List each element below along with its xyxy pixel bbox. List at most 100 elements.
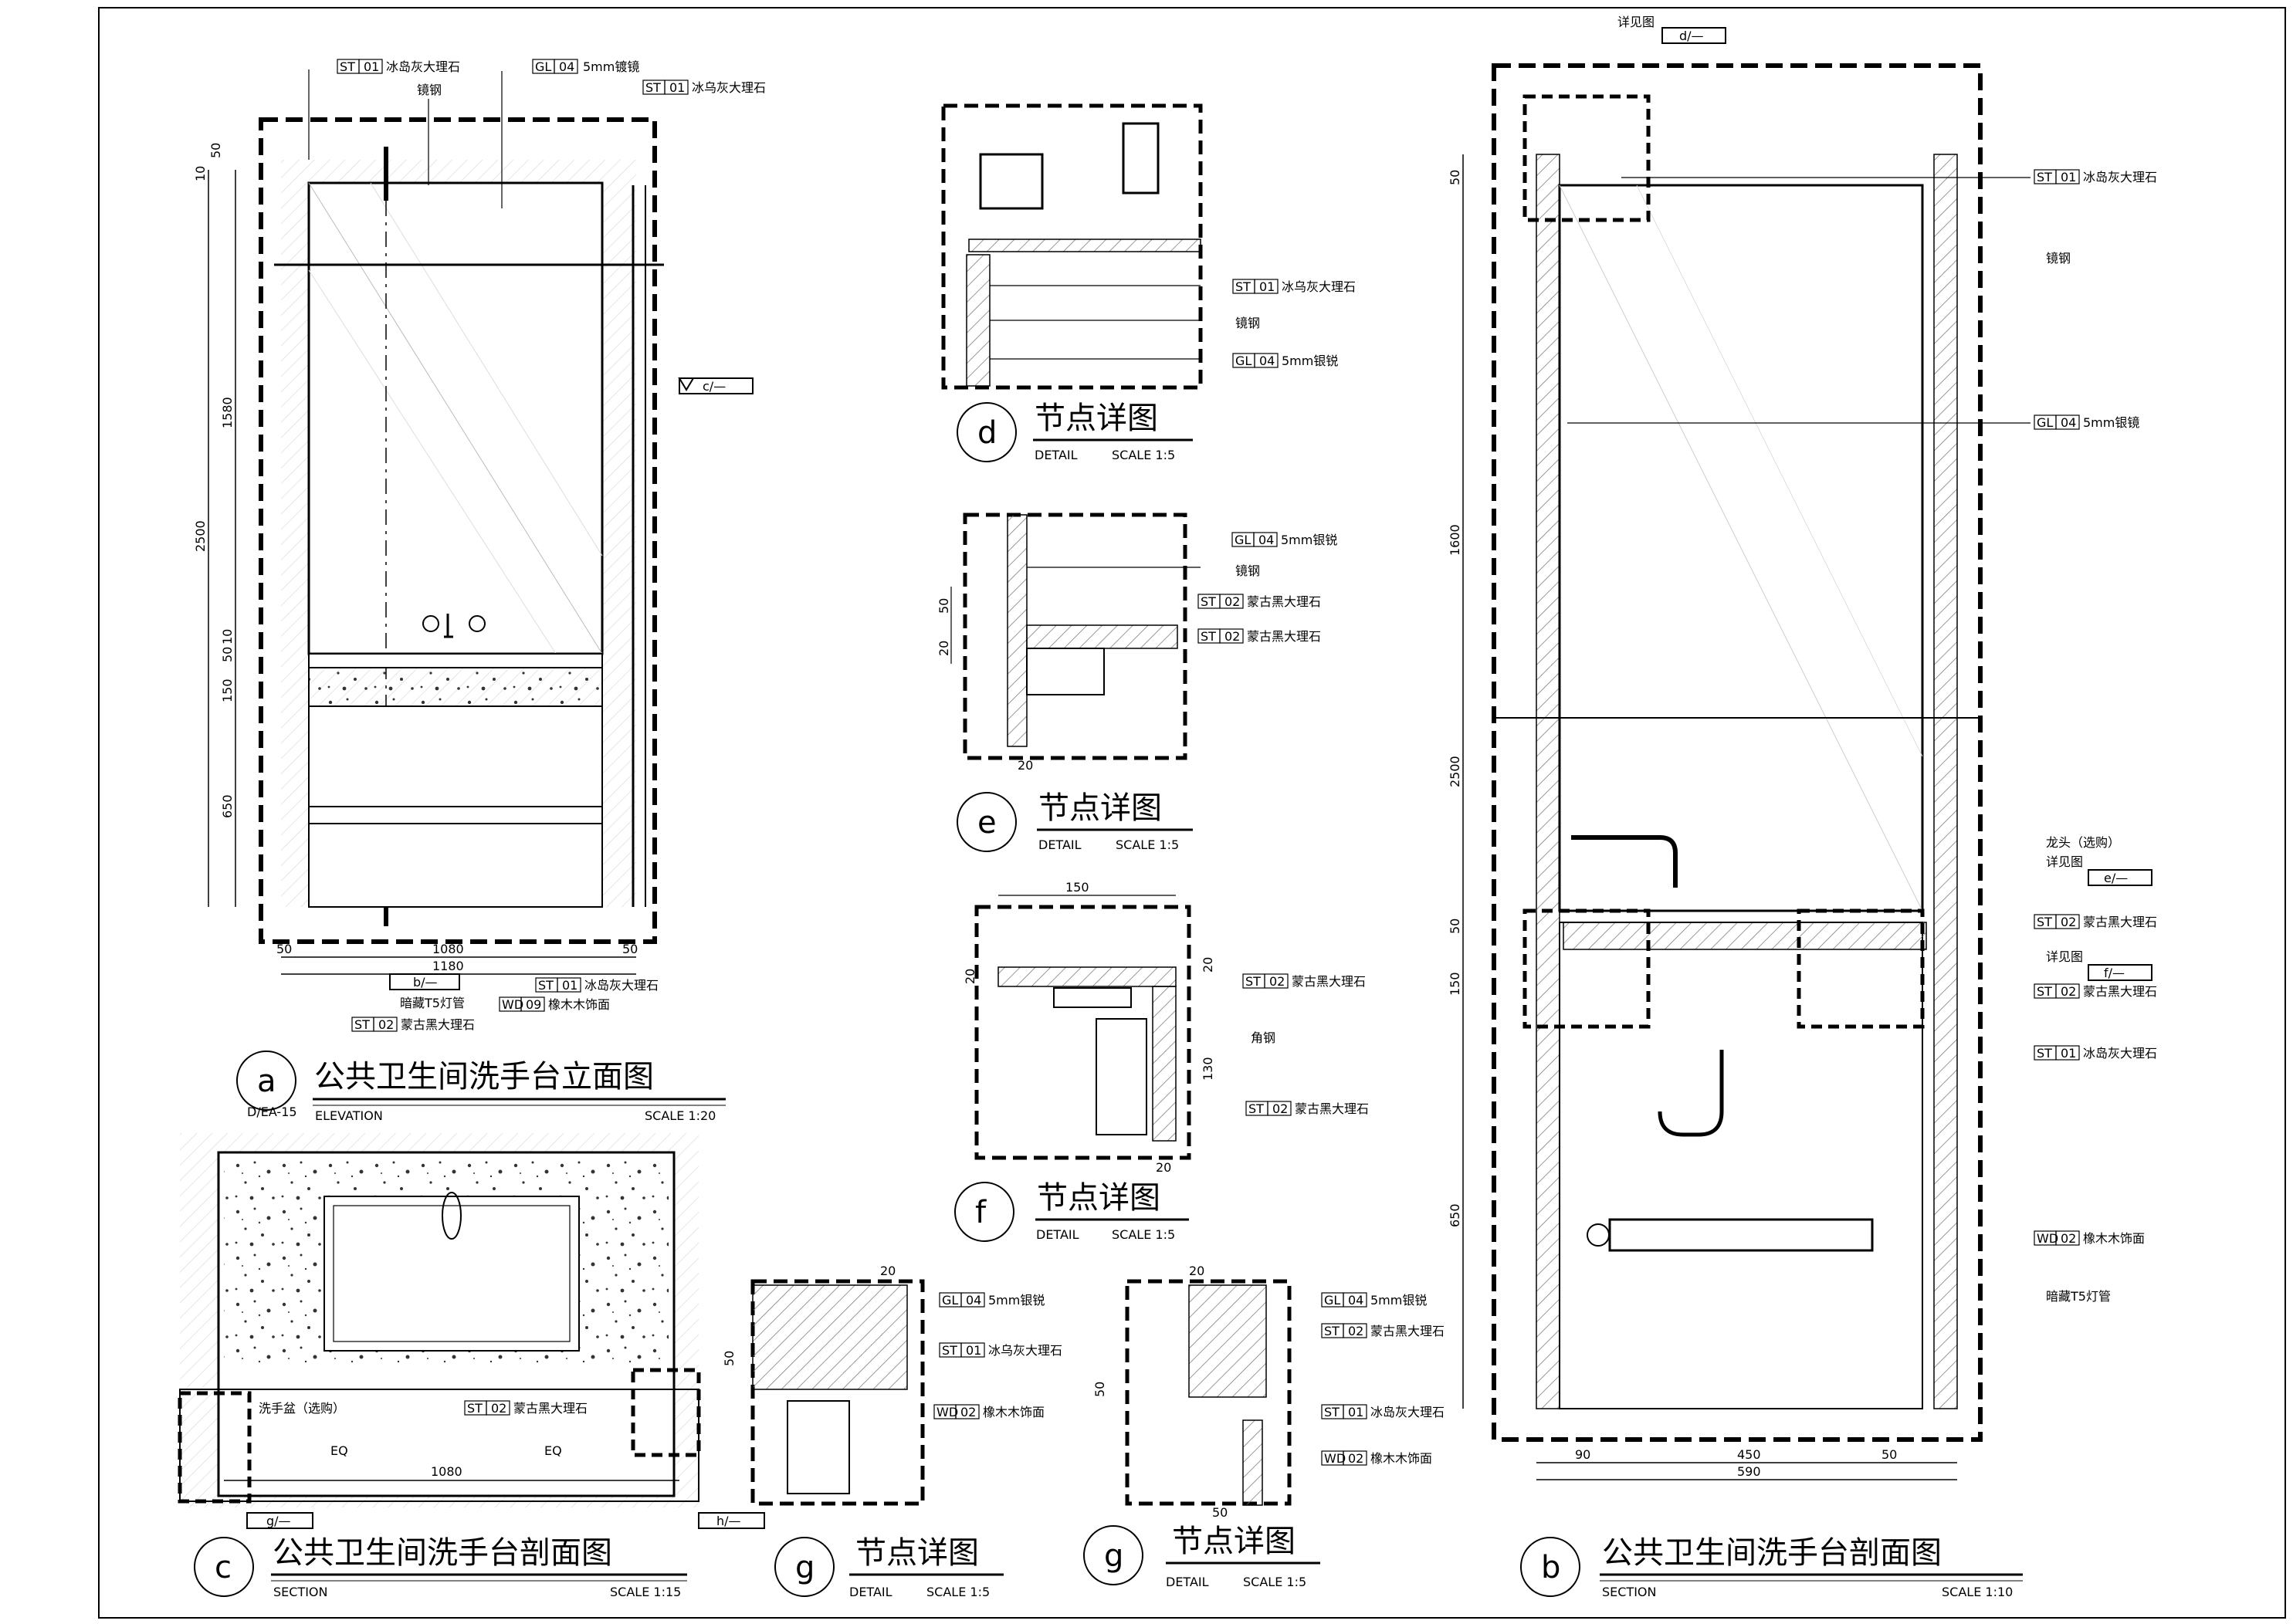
view-c-scale: SCALE 1:15 — [610, 1585, 681, 1599]
svg-text:e/—: e/— — [2104, 871, 2128, 885]
svg-text:节点详图: 节点详图 — [1172, 1524, 1296, 1559]
svg-text:02: 02 — [1348, 1324, 1363, 1338]
svg-text:DETAIL: DETAIL — [1166, 1575, 1209, 1589]
svg-text:橡木木饰面: 橡木木饰面 — [548, 997, 610, 1012]
view-c-section: EQ EQ 1080 洗手盆（选购） ST 02 蒙古黑大理石 g/— h/— … — [178, 1133, 765, 1599]
svg-text:2500: 2500 — [1448, 756, 1462, 787]
svg-text:ST: ST — [645, 80, 661, 95]
svg-text:20: 20 — [1189, 1264, 1204, 1278]
svg-text:ST: ST — [1201, 629, 1216, 644]
svg-text:SCALE 1:5: SCALE 1:5 — [1116, 837, 1179, 852]
svg-text:5mm银锐: 5mm银锐 — [988, 1293, 1045, 1308]
svg-text:5mm银镜: 5mm银镜 — [2083, 415, 2139, 430]
sec-marker-b: b/— — [413, 975, 438, 990]
svg-text:ST: ST — [1324, 1405, 1340, 1419]
svg-text:详见图: 详见图 — [2046, 949, 2083, 964]
svg-text:f: f — [975, 1195, 987, 1230]
svg-text:ST: ST — [467, 1401, 483, 1416]
svg-text:蒙古黑大理石: 蒙古黑大理石 — [1295, 1101, 1369, 1116]
svg-text:节点详图: 节点详图 — [1035, 401, 1158, 436]
detail-d: ST 01 冰乌灰大理石 镜钢 GL 04 5mm银锐 d 节点详图 DETAI… — [941, 103, 1356, 462]
sec-marker-c: c/— — [703, 379, 726, 394]
svg-text:02: 02 — [2061, 1231, 2076, 1246]
svg-text:暗藏T5灯管: 暗藏T5灯管 — [400, 996, 465, 1010]
dim-a-v7: 150 — [220, 678, 235, 702]
svg-text:ST: ST — [2037, 984, 2052, 999]
svg-text:d: d — [977, 415, 997, 451]
svg-text:01: 01 — [562, 978, 577, 993]
view-a-ref: D/EA-15 — [247, 1105, 297, 1119]
svg-text:详见图: 详见图 — [2046, 854, 2083, 869]
svg-text:01: 01 — [2061, 1046, 2076, 1061]
dim-a-h1: 50 — [276, 942, 292, 956]
svg-text:ST: ST — [2037, 170, 2052, 184]
dim-a-v3: 1580 — [220, 397, 235, 428]
dim-c-1080: 1080 — [431, 1464, 462, 1479]
detail-f: 150 20 20 130 20 ST 02 蒙古黑大理石 角钢 ST 02 蒙… — [954, 880, 1369, 1242]
svg-text:01: 01 — [1259, 279, 1275, 294]
svg-text:02: 02 — [1272, 1101, 1288, 1116]
callout-basin: 洗手盆（选购） — [259, 1401, 345, 1416]
callouts-view-a: ST 01 冰岛灰大理石 GL 04 5mm镀镜 镜钢 ST 01 冰乌灰大理石… — [308, 59, 766, 1032]
svg-text:02: 02 — [960, 1405, 976, 1419]
svg-text:DETAIL: DETAIL — [1038, 837, 1082, 852]
view-a-title: 公共卫生间洗手台立面图 — [314, 1059, 654, 1095]
svg-text:02: 02 — [378, 1017, 394, 1032]
svg-text:镜钢: 镜钢 — [1235, 316, 1260, 330]
svg-text:e: e — [977, 805, 997, 841]
svg-text:GL: GL — [1324, 1293, 1340, 1308]
svg-text:DETAIL: DETAIL — [849, 1585, 892, 1599]
view-b-section: 50 1600 2500 50 150 650 90 450 50 590 详见… — [1448, 15, 2157, 1599]
svg-text:GL: GL — [1235, 354, 1251, 368]
svg-text:冰岛灰大理石: 冰岛灰大理石 — [386, 59, 460, 74]
svg-text:01: 01 — [669, 80, 685, 95]
dim-c-eq2: EQ — [544, 1443, 562, 1458]
sheet-border — [98, 7, 2286, 1619]
svg-text:5mm银锐: 5mm银锐 — [1282, 354, 1338, 368]
svg-text:150: 150 — [1065, 880, 1089, 895]
svg-text:角钢: 角钢 — [1251, 1030, 1275, 1045]
svg-text:冰岛灰大理石: 冰岛灰大理石 — [2083, 1046, 2157, 1061]
view-a-letter: a — [257, 1064, 276, 1099]
dim-a-h4: 50 — [622, 942, 638, 956]
svg-text:ST: ST — [354, 1017, 370, 1032]
svg-text:冰岛灰大理石: 冰岛灰大理石 — [1370, 1405, 1445, 1419]
view-c-letter: c — [215, 1550, 232, 1585]
svg-text:ST: ST — [1248, 1101, 1264, 1116]
svg-text:镜钢: 镜钢 — [417, 83, 442, 97]
svg-text:镜钢: 镜钢 — [2046, 251, 2071, 266]
svg-text:04: 04 — [1259, 354, 1275, 368]
svg-text:04: 04 — [559, 59, 574, 74]
svg-text:暗藏T5灯管: 暗藏T5灯管 — [2046, 1289, 2111, 1304]
svg-text:WD: WD — [2037, 1231, 2058, 1246]
svg-text:01: 01 — [364, 59, 379, 74]
svg-text:90: 90 — [1575, 1447, 1590, 1462]
svg-text:01: 01 — [2061, 170, 2076, 184]
svg-text:20: 20 — [963, 969, 977, 984]
svg-text:1600: 1600 — [1448, 524, 1462, 556]
sec-marker-h: h/— — [716, 1514, 741, 1528]
svg-text:SECTION: SECTION — [1602, 1585, 1657, 1599]
svg-text:镜钢: 镜钢 — [1235, 563, 1260, 578]
svg-text:ST: ST — [1201, 594, 1216, 609]
svg-text:节点详图: 节点详图 — [1037, 1180, 1160, 1216]
svg-text:蒙古黑大理石: 蒙古黑大理石 — [401, 1017, 475, 1032]
sec-marker-g: g/— — [266, 1514, 291, 1528]
svg-text:冰岛灰大理石: 冰岛灰大理石 — [2083, 170, 2157, 184]
svg-text:GL: GL — [535, 59, 551, 74]
svg-text:公共卫生间洗手台剖面图: 公共卫生间洗手台剖面图 — [1602, 1535, 1942, 1571]
svg-text:WD: WD — [502, 997, 523, 1012]
svg-text:20: 20 — [880, 1264, 896, 1278]
svg-text:DETAIL: DETAIL — [1036, 1227, 1079, 1242]
svg-text:节点详图: 节点详图 — [1038, 790, 1162, 826]
svg-text:130: 130 — [1201, 1057, 1215, 1081]
dim-a-h2: 1080 — [432, 942, 464, 956]
svg-text:02: 02 — [1348, 1451, 1363, 1466]
svg-text:5mm镀镜: 5mm镀镜 — [583, 59, 639, 74]
svg-text:ST: ST — [1324, 1324, 1340, 1338]
dim-c-eq1: EQ — [330, 1443, 348, 1458]
svg-text:蒙古黑大理石: 蒙古黑大理石 — [1247, 629, 1321, 644]
svg-text:DETAIL: DETAIL — [1035, 448, 1078, 462]
